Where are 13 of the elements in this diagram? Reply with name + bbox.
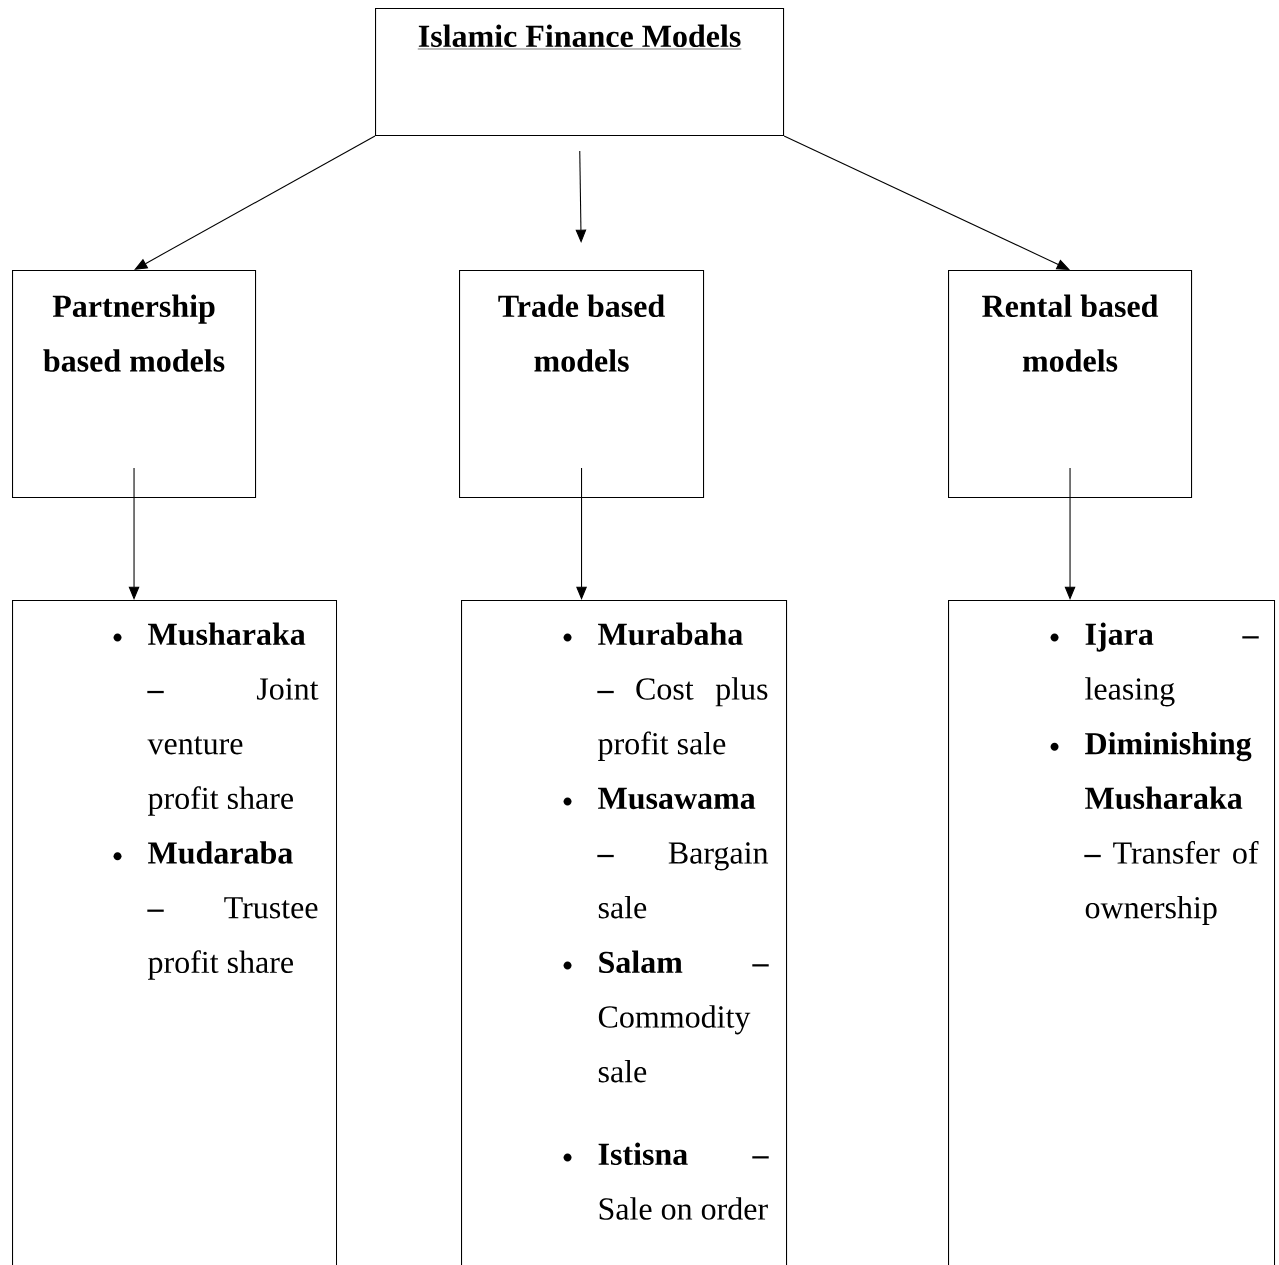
arrow (134, 135, 376, 270)
category-box: Rental based models (948, 270, 1193, 499)
category-box: Partnership based models (12, 270, 257, 499)
arrow (576, 467, 587, 600)
list-box: Murabaha – Cost plus profit sale Musawama – Bargain sale Salam – Commodity sale Istisna – Sale on order (461, 600, 788, 1265)
category-box: Trade based models (459, 270, 705, 499)
list-box: Musharaka – Joint venture profit share Mudaraba – Trustee profit share (12, 600, 338, 1265)
arrow (128, 467, 140, 600)
arrow (575, 150, 587, 243)
arrow (783, 135, 1070, 270)
list-box: Ijara – leasing Diminishing Musharaka – Transfer of ownership (948, 600, 1276, 1265)
title-box: Islamic Finance Models (375, 8, 785, 137)
arrow (1064, 467, 1076, 600)
